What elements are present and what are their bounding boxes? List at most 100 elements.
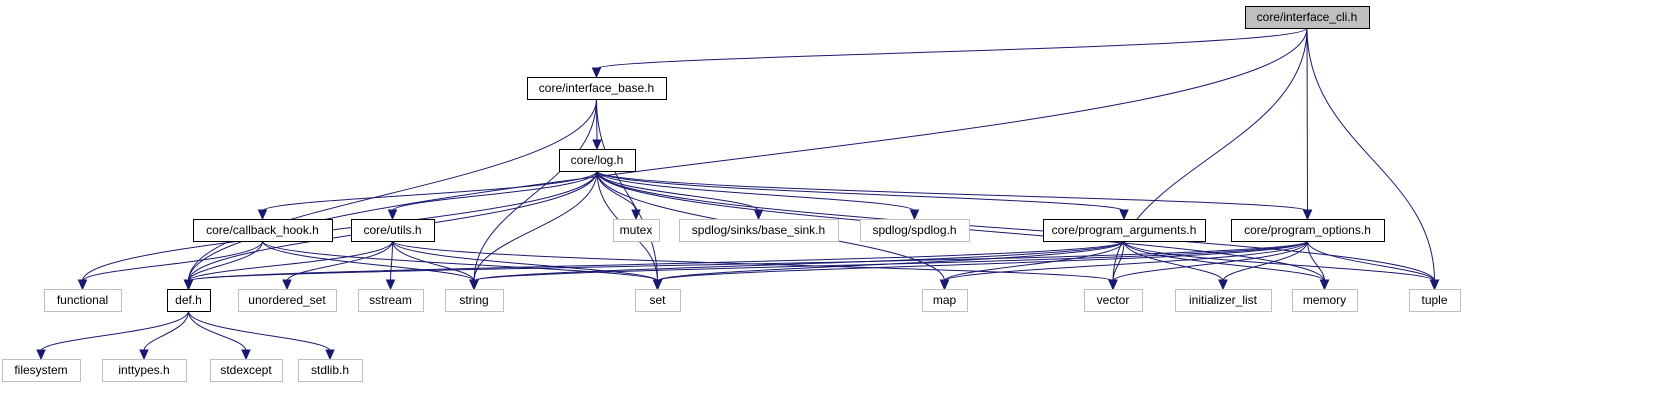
node-label: core/interface_cli.h <box>1257 10 1358 24</box>
edge-line <box>1306 27 1308 212</box>
arrowhead <box>282 279 292 291</box>
edge-log-to-functional <box>77 170 598 291</box>
node-box <box>922 289 968 312</box>
arrowhead <box>325 349 335 361</box>
arrowhead <box>1319 279 1330 291</box>
node-box <box>527 77 667 100</box>
node-filesystem: filesystem <box>2 359 81 382</box>
node-label: core/program_options.h <box>1244 223 1371 237</box>
node-label: initializer_list <box>1189 293 1258 307</box>
edge-line <box>188 240 1125 282</box>
edge-line <box>1306 27 1435 282</box>
edge-utils-to-vector <box>392 240 1118 291</box>
edge-line <box>1123 240 1325 282</box>
node-box <box>167 289 211 312</box>
node-utils[interactable]: core/utils.h <box>351 219 435 242</box>
node-sstream: sstream <box>358 289 424 312</box>
edge-line <box>1112 240 1308 282</box>
node-unordered-set: unordered_set <box>238 289 337 312</box>
node-label: stdexcept <box>220 363 272 377</box>
node-box <box>1409 289 1461 312</box>
edge-log-to-program_arguments <box>596 170 1129 221</box>
edge-utils-to-sstream <box>385 240 396 291</box>
node-tuple: tuple <box>1409 289 1461 312</box>
node-set: set <box>635 289 681 312</box>
node-box <box>1084 289 1143 312</box>
edge-def-to-inttypes <box>139 310 189 361</box>
node-label: memory <box>1303 293 1346 307</box>
node-callback-hook[interactable]: core/callback_hook.h <box>193 219 333 242</box>
edge-utils-to-unordered_set <box>282 240 393 291</box>
node-label: stdlib.h <box>311 363 349 377</box>
edge-line <box>1123 240 1224 282</box>
node-box <box>445 289 504 312</box>
edge-callback_hook-to-functional <box>77 240 263 291</box>
node-log[interactable]: core/log.h <box>559 149 636 172</box>
edge-line <box>392 170 598 212</box>
node-label: core/log.h <box>571 153 624 167</box>
node-label: core/interface_base.h <box>539 81 654 95</box>
node-mutex: mutex <box>613 219 660 242</box>
node-box <box>2 359 81 382</box>
node-box <box>358 289 424 312</box>
edge-line <box>188 310 331 352</box>
edge-line <box>1222 240 1308 282</box>
edge-interface_cli-to-interface_base <box>591 27 1308 79</box>
node-box <box>298 359 363 382</box>
node-label: core/callback_hook.h <box>206 223 319 237</box>
node-box <box>1175 289 1272 312</box>
node-label: map <box>933 293 957 307</box>
edge-line <box>392 240 475 282</box>
edge-line <box>390 240 393 282</box>
edge-line <box>596 170 1435 282</box>
node-box <box>1292 289 1358 312</box>
node-vector: vector <box>1084 289 1143 312</box>
edge-line <box>944 240 1308 282</box>
node-box <box>1231 219 1385 242</box>
node-program-options[interactable]: core/program_options.h <box>1231 219 1385 242</box>
node-program-arguments[interactable]: core/program_arguments.h <box>1043 219 1206 242</box>
node-stdlib: stdlib.h <box>298 359 363 382</box>
edge-log-to-spdlog <box>596 170 920 221</box>
node-label: spdlog/spdlog.h <box>872 223 956 237</box>
arrowhead <box>592 139 602 151</box>
arrowhead <box>631 209 641 221</box>
edge-program_options-to-initializer_list <box>1218 240 1308 291</box>
edge-line <box>596 170 759 212</box>
arrowhead <box>36 349 46 361</box>
node-base-sink: spdlog/sinks/base_sink.h <box>679 219 839 242</box>
edge-line <box>596 27 1308 70</box>
node-spdlog: spdlog/spdlog.h <box>860 219 970 242</box>
edge-line <box>188 240 393 282</box>
node-box <box>860 219 970 242</box>
edge-program_options-to-string <box>469 240 1308 291</box>
node-label: functional <box>57 293 108 307</box>
edge-line <box>473 240 1125 282</box>
node-stdexcept: stdexcept <box>210 359 283 382</box>
node-label: filesystem <box>14 363 67 377</box>
node-box <box>44 289 122 312</box>
edge-line <box>1112 27 1308 282</box>
node-map: map <box>922 289 968 312</box>
edge-line <box>188 27 1308 282</box>
node-box <box>559 149 636 172</box>
edge-line <box>262 240 658 282</box>
edge-line <box>188 240 263 282</box>
edge-line <box>473 98 597 282</box>
node-string: string <box>445 289 504 312</box>
arrowhead <box>385 279 396 291</box>
arrowhead <box>652 279 663 291</box>
edge-interface_cli-to-tuple <box>1306 27 1440 291</box>
edge-utils-to-string <box>392 240 479 291</box>
node-label: set <box>649 293 666 307</box>
node-interface-base[interactable]: core/interface_base.h <box>527 77 667 100</box>
node-box <box>102 359 187 382</box>
node-def[interactable]: def.h <box>167 289 211 312</box>
node-box <box>351 219 435 242</box>
edge-line <box>1307 240 1325 282</box>
node-label: core/program_arguments.h <box>1052 223 1197 237</box>
edge-program_options-to-set <box>652 240 1308 291</box>
arrowhead <box>469 279 479 291</box>
edge-line <box>188 240 1308 282</box>
edge-program_options-to-vector <box>1108 240 1308 291</box>
